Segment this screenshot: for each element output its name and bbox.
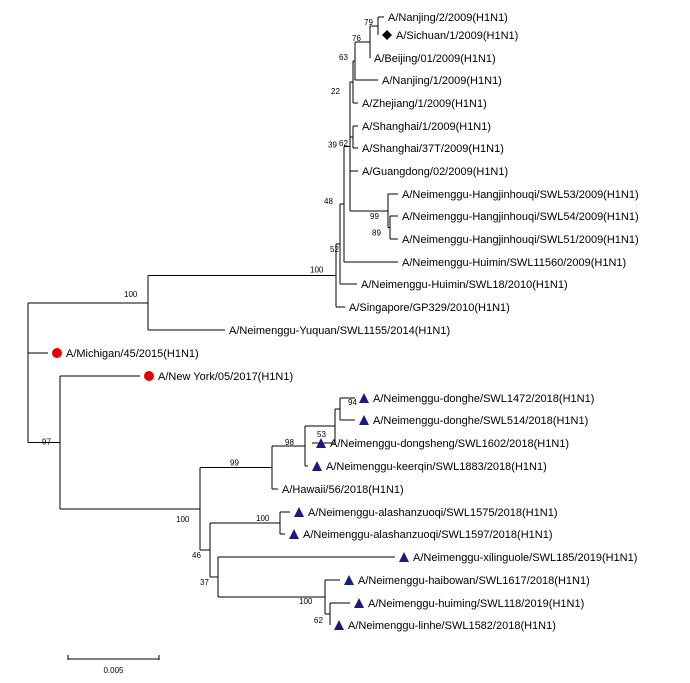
blue-triangle-marker-icon: [359, 393, 369, 403]
leaf-label-a-neimenggu-huimin-swl11560-2009-h1n1: A/Neimenggu-Huimin/SWL11560/2009(H1N1): [402, 257, 626, 269]
leaf-label-a-new-york-05-2017-h1n1: A/New York/05/2017(H1N1): [158, 371, 293, 383]
support-value: 46: [192, 551, 201, 560]
leaf-label-a-neimenggu-alashanzuoqi-swl1575-2018-h1n1: A/Neimenggu-alashanzuoqi/SWL1575/2018(H1…: [308, 507, 557, 519]
leaf-label-a-neimenggu-hangjinhouqi-swl53-2009-h1n1: A/Neimenggu-Hangjinhouqi/SWL53/2009(H1N1…: [402, 189, 639, 201]
support-value: 63: [339, 53, 348, 62]
leaf-label-a-sichuan-1-2009-h1n1: A/Sichuan/1/2009(H1N1): [396, 30, 518, 42]
leaf-label-a-hawaii-56-2018-h1n1: A/Hawaii/56/2018(H1N1): [282, 484, 404, 496]
support-value: 94: [348, 398, 357, 407]
support-value: 89: [372, 229, 381, 238]
support-value: 39: [328, 140, 337, 149]
leaf-label-a-shanghai-1-2009-h1n1: A/Shanghai/1/2009(H1N1): [362, 121, 491, 133]
support-value: 99: [230, 459, 239, 468]
leaf-label-a-neimenggu-keerqin-swl1883-2018-h1n1: A/Neimenggu-keerqin/SWL1883/2018(H1N1): [326, 461, 547, 473]
leaf-label-a-neimenggu-alashanzuoqi-swl1597-2018-h1n1: A/Neimenggu-alashanzuoqi/SWL1597/2018(H1…: [303, 529, 552, 541]
support-value: 79: [364, 18, 373, 27]
scale-bar-label: 0.005: [103, 666, 124, 675]
leaf-label-a-zhejiang-1-2009-h1n1: A/Zhejiang/1/2009(H1N1): [362, 98, 487, 110]
blue-triangle-marker-icon: [359, 415, 369, 425]
support-value: 52: [330, 245, 339, 254]
leaf-label-a-neimenggu-donghe-swl514-2018-h1n1: A/Neimenggu-donghe/SWL514/2018(H1N1): [373, 415, 588, 427]
leaf-label-a-nanjing-2-2009-h1n1: A/Nanjing/2/2009(H1N1): [388, 12, 508, 24]
red-circle-marker-icon: [144, 371, 154, 381]
support-value: 62: [339, 139, 348, 148]
leaf-label-a-neimenggu-dongsheng-swl1602-2018-h1n1: A/Neimenggu-dongsheng/SWL1602/2018(H1N1): [330, 438, 569, 450]
support-value: 76: [352, 34, 361, 43]
support-value: 100: [310, 266, 324, 275]
support-value: 48: [324, 197, 333, 206]
leaf-label-a-neimenggu-huimin-swl18-2010-h1n1: A/Neimenggu-Huimin/SWL18/2010(H1N1): [361, 279, 568, 291]
support-value: 98: [285, 438, 294, 447]
scale-bar: 0.005: [67, 655, 160, 675]
leaf-label-a-neimenggu-linhe-swl1582-2018-h1n1: A/Neimenggu-linhe/SWL1582/2018(H1N1): [348, 620, 556, 632]
leaf-label-a-neimenggu-huiming-swl118-2019-h1n1: A/Neimenggu-huiming/SWL118/2019(H1N1): [368, 598, 584, 610]
leaf-label-a-neimenggu-yuquan-swl1155-2014-h1n1: A/Neimenggu-Yuquan/SWL1155/2014(H1N1): [229, 325, 450, 337]
support-value: 100: [299, 597, 313, 606]
blue-triangle-marker-icon: [399, 552, 409, 562]
blue-triangle-marker-icon: [312, 461, 322, 471]
black-diamond-marker-icon: [382, 30, 392, 40]
support-value: 37: [200, 578, 209, 587]
support-value: 22: [331, 87, 340, 96]
support-value: 100: [124, 290, 138, 299]
leaf-label-a-neimenggu-xilinguole-swl185-2019-h1n1: A/Neimenggu-xilinguole/SWL185/2019(H1N1): [413, 552, 637, 564]
blue-triangle-marker-icon: [354, 598, 364, 608]
leaf-label-a-guangdong-02-2009-h1n1: A/Guangdong/02/2009(H1N1): [362, 166, 508, 178]
leaf-label-a-shanghai-37t-2009-h1n1: A/Shanghai/37T/2009(H1N1): [362, 143, 504, 155]
support-value: 99: [370, 212, 379, 221]
blue-triangle-marker-icon: [289, 529, 299, 539]
red-circle-marker-icon: [52, 348, 62, 358]
tree-leaves: A/Nanjing/2/2009(H1N1) A/Sichuan/1/2009(H…: [52, 12, 639, 632]
blue-triangle-marker-icon: [344, 575, 354, 585]
support-value: 62: [314, 616, 323, 625]
leaf-label-a-beijing-01-2009-h1n1: A/Beijing/01/2009(H1N1): [374, 53, 496, 65]
support-value: 100: [256, 514, 270, 523]
leaf-label-a-neimenggu-hangjinhouqi-swl54-2009-h1n1: A/Neimenggu-Hangjinhouqi/SWL54/2009(H1N1…: [402, 211, 639, 223]
support-value: 53: [317, 430, 326, 439]
blue-triangle-marker-icon: [316, 438, 326, 448]
leaf-label-a-singapore-gp329-2010-h1n1: A/Singapore/GP329/2010(H1N1): [349, 302, 510, 314]
leaf-label-a-michigan-45-2015-h1n1: A/Michigan/45/2015(H1N1): [66, 348, 199, 360]
leaf-label-a-nanjing-1-2009-h1n1: A/Nanjing/1/2009(H1N1): [382, 75, 502, 87]
support-value: 97: [42, 437, 51, 446]
leaf-label-a-neimenggu-donghe-swl1472-2018-h1n1: A/Neimenggu-donghe/SWL1472/2018(H1N1): [373, 393, 594, 405]
support-value: 100: [176, 515, 190, 524]
leaf-label-a-neimenggu-haibowan-swl1617-2018-h1n1: A/Neimenggu-haibowan/SWL1617/2018(H1N1): [358, 575, 590, 587]
leaf-label-a-neimenggu-hangjinhouqi-swl51-2009-h1n1: A/Neimenggu-Hangjinhouqi/SWL51/2009(H1N1…: [402, 234, 639, 246]
tree-branches: [27, 16, 398, 625]
blue-triangle-marker-icon: [294, 507, 304, 517]
blue-triangle-marker-icon: [334, 620, 344, 630]
